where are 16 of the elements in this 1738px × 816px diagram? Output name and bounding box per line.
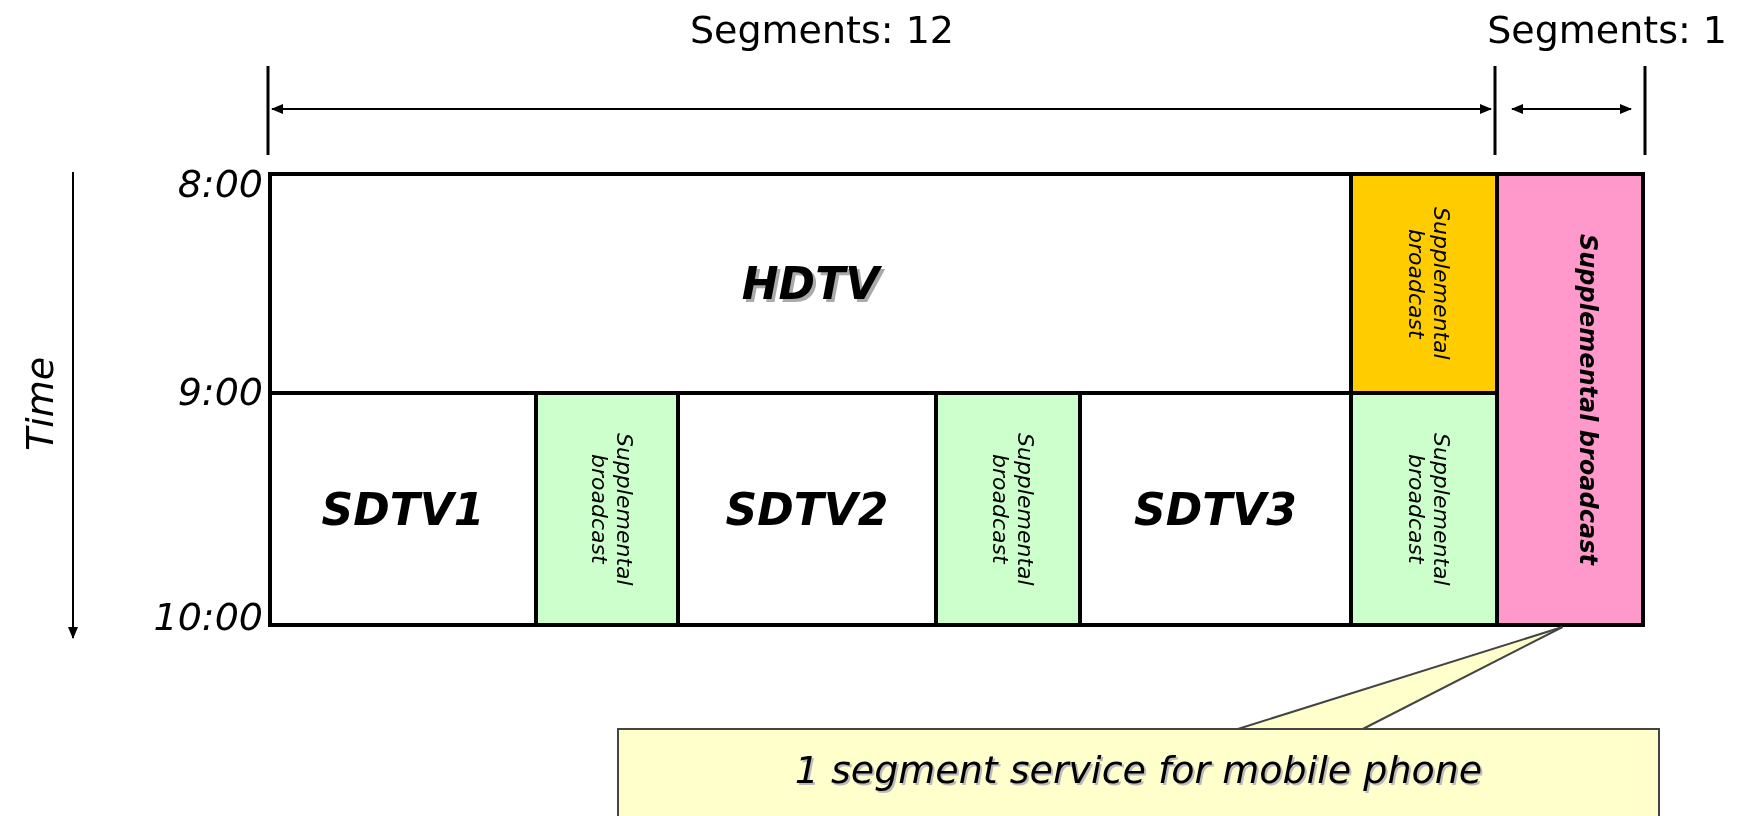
cell-label: Supplemental broadcast [1402, 206, 1454, 362]
dimension-label: Segments: 1 [1487, 8, 1727, 52]
channel-name: SDTV3 [1134, 483, 1297, 535]
cell-label: Supplemental broadcast [986, 431, 1038, 588]
cell-label: Supplemental broadcast [1573, 234, 1601, 565]
cell-label: Supplemental broadcast [1402, 431, 1454, 588]
axis-title: Time [18, 356, 62, 452]
dimension-label: Segments: 12 [690, 8, 954, 52]
time-label: 8:00 [177, 162, 263, 206]
time-label: 10:00 [153, 595, 263, 639]
callout-text: 1 segment service for mobile phone [794, 748, 1483, 792]
cell-label: Supplemental broadcast [585, 431, 637, 588]
channel-name: SDTV2 [725, 483, 889, 535]
channel-name: SDTV1 [321, 483, 485, 535]
channel-name: HDTV [741, 258, 880, 309]
time-label: 9:00 [177, 370, 263, 414]
